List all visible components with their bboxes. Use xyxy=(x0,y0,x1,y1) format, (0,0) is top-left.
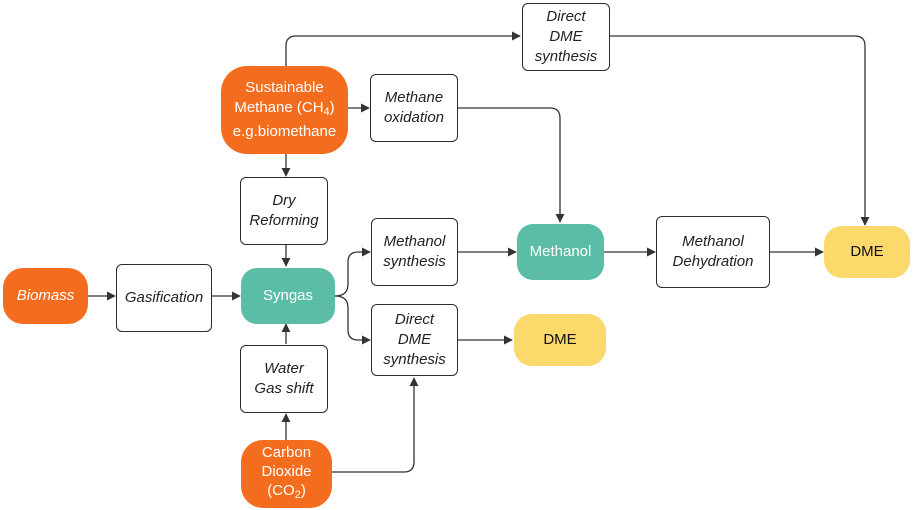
arrow-syngas-to-methanol-synthesis xyxy=(334,247,371,297)
biomass-label: Biomass xyxy=(16,287,75,304)
methanol-dehydration-node: Methanol Dehydration xyxy=(656,216,770,288)
carbon-dioxide-line3: (CO2) xyxy=(267,482,306,501)
arrow-methane-oxidation-to-methanol xyxy=(458,107,565,223)
sustainable-methane-line3: e.g.biomethane xyxy=(232,123,337,140)
syngas-node: Syngas xyxy=(241,268,335,324)
gasification-node: Gasification xyxy=(116,264,212,332)
methanol-label: Methanol xyxy=(529,243,592,260)
arrow-methane-to-direct-dme-top xyxy=(285,31,521,66)
syngas-label: Syngas xyxy=(262,287,314,304)
sustainable-methane-line2: Methane (CH4) xyxy=(234,99,335,118)
direct-dme-top-node: Direct DME synthesis xyxy=(522,3,610,71)
water-gas-shift-node: Water Gas shift xyxy=(240,345,328,413)
arrow-co2-to-direct-dme-mid xyxy=(332,377,419,473)
gasification-label: Gasification xyxy=(124,289,204,306)
methanol-synthesis-label: Methanol synthesis xyxy=(383,233,446,270)
dry-reforming-node: Dry Reforming xyxy=(240,177,328,245)
water-gas-shift-label: Water Gas shift xyxy=(254,360,314,397)
arrow-direct-dme-top-to-dme xyxy=(610,35,870,226)
direct-dme-top-label: Direct DME synthesis xyxy=(534,8,598,65)
direct-dme-mid-node: Direct DME synthesis xyxy=(371,304,458,376)
sustainable-methane-node: Sustainable Methane (CH4) e.g.biomethane xyxy=(221,66,348,154)
carbon-dioxide-line1: Carbon xyxy=(261,444,312,461)
arrow-syngas-to-direct-dme-mid xyxy=(334,295,371,345)
carbon-dioxide-node: Carbon Dioxide (CO2) xyxy=(241,440,332,508)
dme-product-right-node: DME xyxy=(824,226,910,278)
dme-mid-label: DME xyxy=(543,331,577,348)
methanol-synthesis-node: Methanol synthesis xyxy=(371,218,458,286)
dry-reforming-label: Dry Reforming xyxy=(249,192,319,229)
methane-oxidation-node: Methane oxidation xyxy=(370,74,458,142)
carbon-dioxide-line2: Dioxide xyxy=(261,463,312,480)
methanol-node: Methanol xyxy=(517,224,604,280)
biomass-node: Biomass xyxy=(3,268,88,324)
dme-product-mid-node: DME xyxy=(514,314,606,366)
dme-right-label: DME xyxy=(850,243,884,260)
sustainable-methane-line1: Sustainable xyxy=(245,79,324,96)
methanol-dehydration-label: Methanol Dehydration xyxy=(672,233,754,270)
direct-dme-mid-label: Direct DME synthesis xyxy=(383,311,446,368)
methane-oxidation-label: Methane oxidation xyxy=(383,89,445,126)
